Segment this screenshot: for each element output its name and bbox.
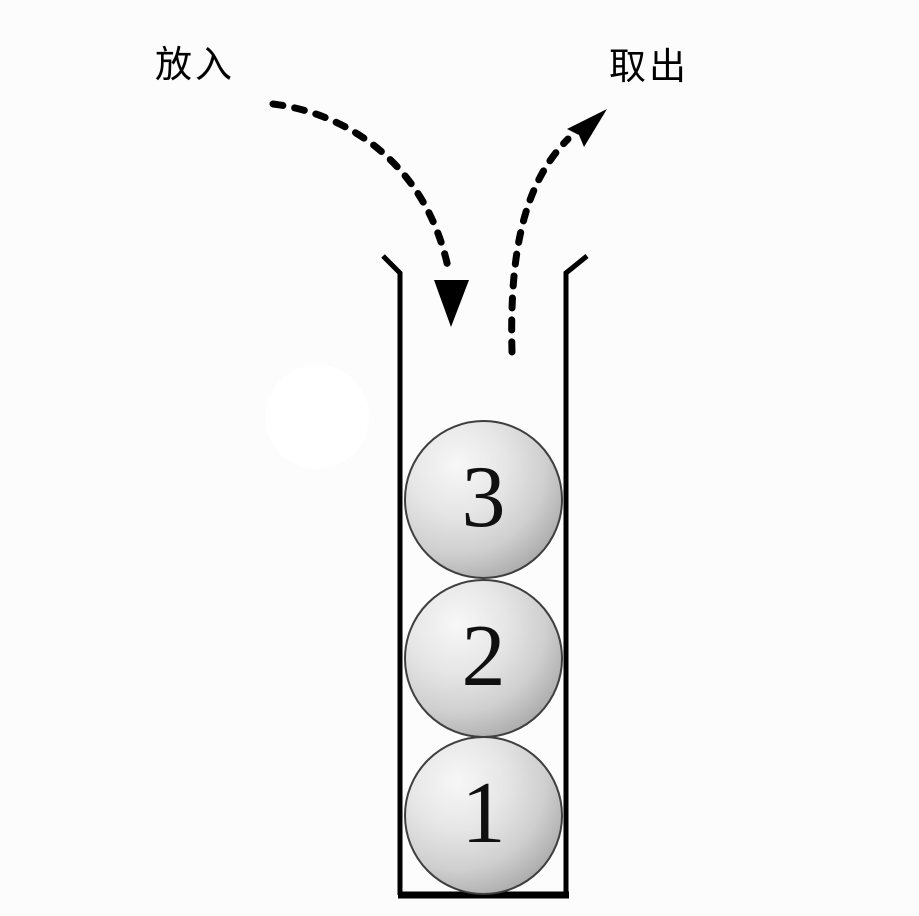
- stack-container-left-wall: [381, 254, 403, 895]
- push-arrowhead-icon: [434, 280, 469, 327]
- push-label: 放入: [155, 45, 235, 86]
- stack-item-number: 2: [461, 607, 506, 705]
- stack-container-right-wall: [563, 254, 589, 895]
- faint-highlight-circle: [265, 365, 369, 469]
- stack-item-ball-middle: 2: [404, 579, 563, 738]
- stack-item-ball-top: 3: [404, 420, 563, 579]
- pop-arrowhead-icon: [567, 109, 607, 147]
- push-arrow-dashed-curve: [269, 100, 453, 276]
- stack-item-number: 3: [461, 448, 506, 546]
- pop-arrow-dashed-curve: [508, 135, 572, 356]
- stack-item-number: 1: [461, 764, 506, 862]
- pop-label: 取出: [609, 47, 689, 88]
- stack-item-ball-bottom: 1: [404, 736, 563, 895]
